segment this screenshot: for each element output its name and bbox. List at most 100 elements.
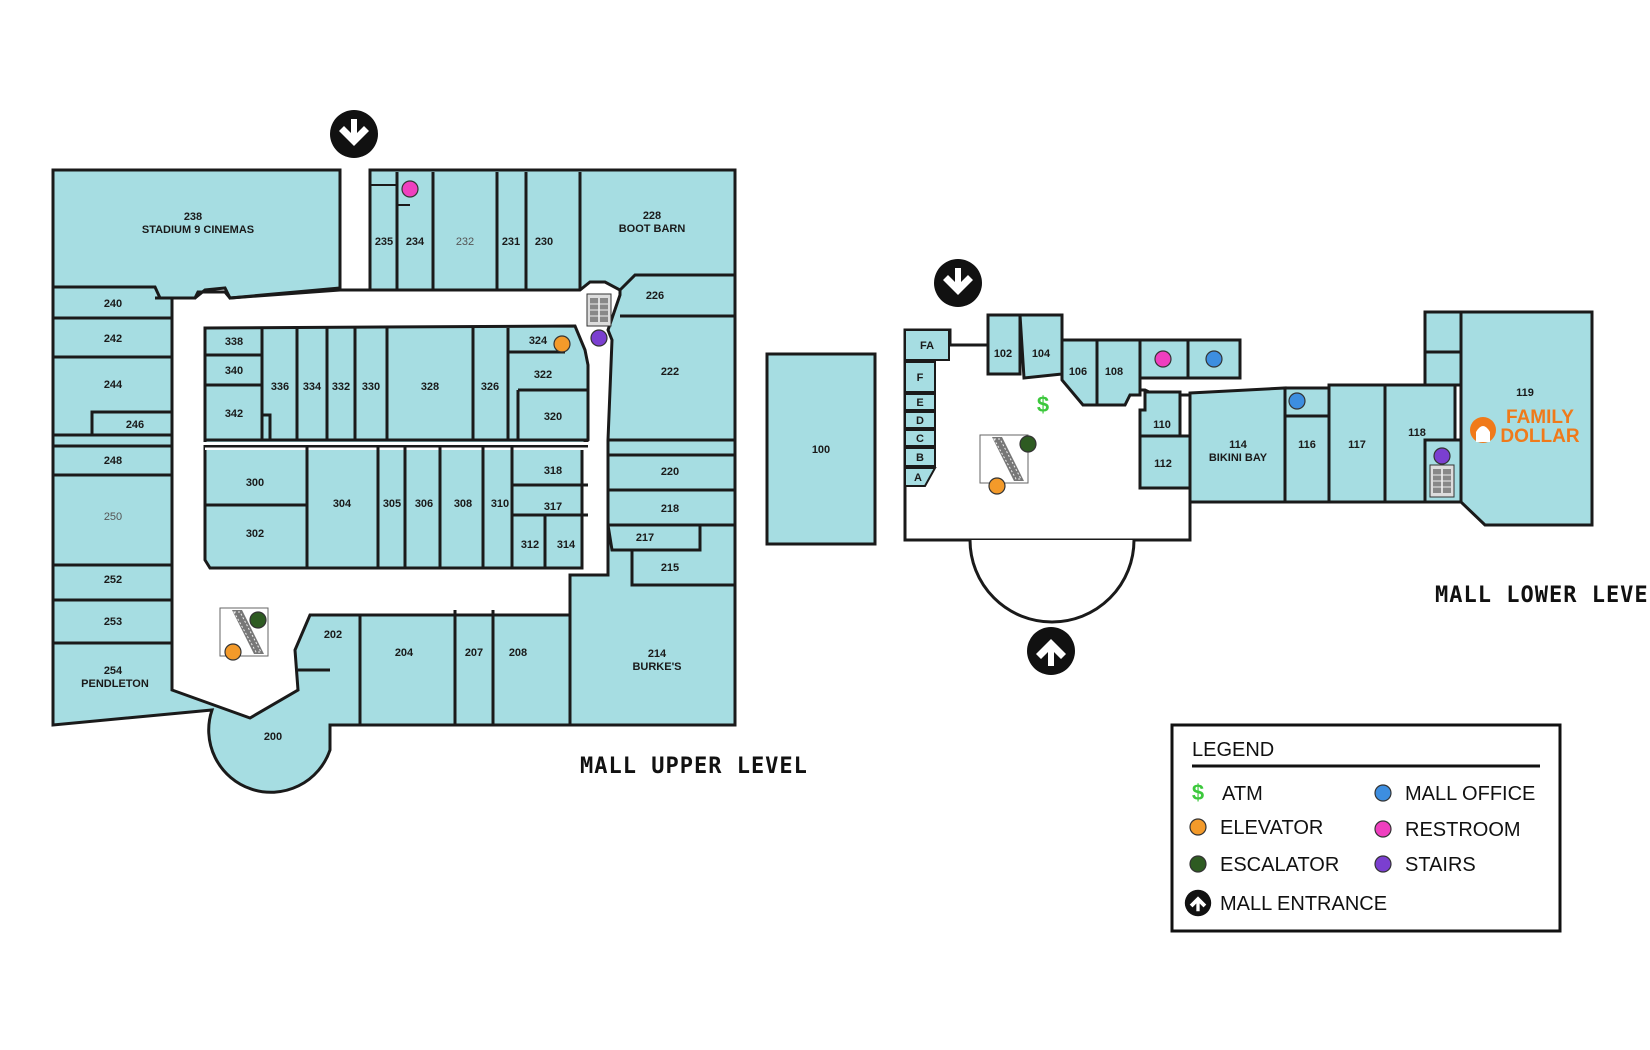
lower-level-title: MALL LOWER LEVEL <box>1435 583 1650 608</box>
unit-200-label: 200 <box>264 731 282 743</box>
unit-218-label: 218 <box>661 503 679 515</box>
unit-106 <box>1060 338 1099 407</box>
unit-326-label: 326 <box>481 381 499 393</box>
unit-304-label: 304 <box>333 498 352 510</box>
atm-marker: $ <box>1037 392 1049 417</box>
unit-220-label: 220 <box>661 466 679 478</box>
legend-title: LEGEND <box>1192 739 1274 761</box>
escalator-marker <box>1019 435 1037 453</box>
restroom-marker <box>1154 350 1172 368</box>
unit-114-name: BIKINI BAY <box>1209 452 1268 464</box>
unit-B <box>904 447 936 467</box>
unit-102 <box>986 313 1022 376</box>
unit-324-label: 324 <box>529 335 548 347</box>
family-dollar-line1: FAMILY <box>1506 407 1574 428</box>
legend-restroom-label: RESTROOM <box>1405 819 1521 841</box>
unit-235-label: 235 <box>375 236 393 248</box>
unit-332-label: 332 <box>332 381 350 393</box>
legend: LEGEND $ ATM ELEVATOR ESCALATOR MALL ENT… <box>1170 723 1562 933</box>
unit-106-label: 106 <box>1069 366 1087 378</box>
legend-entrance-arrow-icon <box>1184 889 1212 917</box>
unit-108-label: 108 <box>1105 366 1123 378</box>
unit-228-name: BOOT BARN <box>619 223 686 235</box>
unit-117 <box>1327 383 1387 504</box>
elevator-marker <box>988 477 1006 495</box>
unit-214-name: BURKE'S <box>632 661 681 673</box>
unit-207-label: 207 <box>465 647 483 659</box>
legend-stairs-icon <box>1374 855 1392 873</box>
unit-215-label: 215 <box>661 562 679 574</box>
legend-box <box>1170 723 1562 933</box>
lower-stairs-icon <box>1429 464 1455 498</box>
unit-119-label: 119 <box>1516 387 1534 399</box>
unit-A-label: A <box>914 472 922 484</box>
unit-305-label: 305 <box>383 498 401 510</box>
unit-214-label: 214 <box>648 648 667 660</box>
unit-102-label: 102 <box>994 348 1012 360</box>
lower-entrance-arrow-icon <box>934 259 982 307</box>
legend-mall-office-icon <box>1374 784 1392 802</box>
legend-atm-icon: $ <box>1192 780 1204 805</box>
unit-104 <box>1018 313 1064 380</box>
unit-330-label: 330 <box>362 381 380 393</box>
legend-atm-label: ATM <box>1222 783 1263 805</box>
unit-217-label: 217 <box>636 532 654 544</box>
unit-328-label: 328 <box>421 381 439 393</box>
unit-D-label: D <box>916 415 924 427</box>
unit-FA <box>904 329 950 361</box>
unit-204-label: 204 <box>395 647 414 659</box>
unit-112-label: 112 <box>1154 458 1172 470</box>
restroom-marker <box>401 180 419 198</box>
unit-300-label: 300 <box>246 477 264 489</box>
unit-250-label: 250 <box>104 511 122 523</box>
upper-stairs-icon <box>586 293 612 327</box>
unit-E-label: E <box>916 397 923 409</box>
lower-level-plan: 100 <box>765 259 1650 675</box>
mall-office-marker <box>1205 350 1223 368</box>
unit-100 <box>765 352 877 546</box>
upper-level-plan: 238 STADIUM 9 CINEMAS 235 234 232 231 23… <box>51 110 808 794</box>
unit-234-label: 234 <box>406 236 425 248</box>
unit-F-label: F <box>917 372 924 384</box>
unit-232-label: 232 <box>456 236 474 248</box>
unit-E <box>904 393 936 411</box>
unit-228-label: 228 <box>643 210 661 222</box>
unit-B-label: B <box>916 452 924 464</box>
upper-entrance-arrow-icon <box>330 110 378 158</box>
legend-escalator-icon <box>1189 855 1207 873</box>
unit-116-label: 116 <box>1298 439 1316 451</box>
unit-240-label: 240 <box>104 298 122 310</box>
unit-118-label: 118 <box>1408 427 1426 439</box>
unit-A <box>904 467 937 487</box>
unit-254-label: 254 <box>104 665 123 677</box>
unit-226-label: 226 <box>646 290 664 302</box>
unit-342-label: 342 <box>225 408 243 420</box>
unit-230-label: 230 <box>535 236 553 248</box>
stairs-marker <box>1433 447 1451 465</box>
unit-314-label: 314 <box>557 539 576 551</box>
unit-310-label: 310 <box>491 498 509 510</box>
unit-119-annex-b <box>1423 350 1463 387</box>
unit-119 <box>1459 310 1594 527</box>
unit-322-label: 322 <box>534 369 552 381</box>
unit-254-name: PENDLETON <box>81 678 149 690</box>
unit-252-label: 252 <box>104 574 122 586</box>
unit-119-annex-a <box>1423 310 1463 354</box>
family-dollar-line2: DOLLAR <box>1500 426 1579 447</box>
family-dollar-logo: FAMILY DOLLAR <box>1470 407 1580 447</box>
unit-317-label: 317 <box>544 501 562 513</box>
unit-340-label: 340 <box>225 365 243 377</box>
unit-F <box>904 361 936 393</box>
unit-306-label: 306 <box>415 498 433 510</box>
unit-202-label: 202 <box>324 629 342 641</box>
unit-318-label: 318 <box>544 465 562 477</box>
legend-entrance-label: MALL ENTRANCE <box>1220 893 1387 915</box>
unit-office-box <box>1186 338 1242 380</box>
upper-level-title: MALL UPPER LEVEL <box>580 754 808 779</box>
unit-D <box>904 411 936 429</box>
unit-208-label: 208 <box>509 647 527 659</box>
legend-elevator-label: ELEVATOR <box>1220 817 1323 839</box>
unit-302-label: 302 <box>246 528 264 540</box>
unit-248-label: 248 <box>104 455 122 467</box>
